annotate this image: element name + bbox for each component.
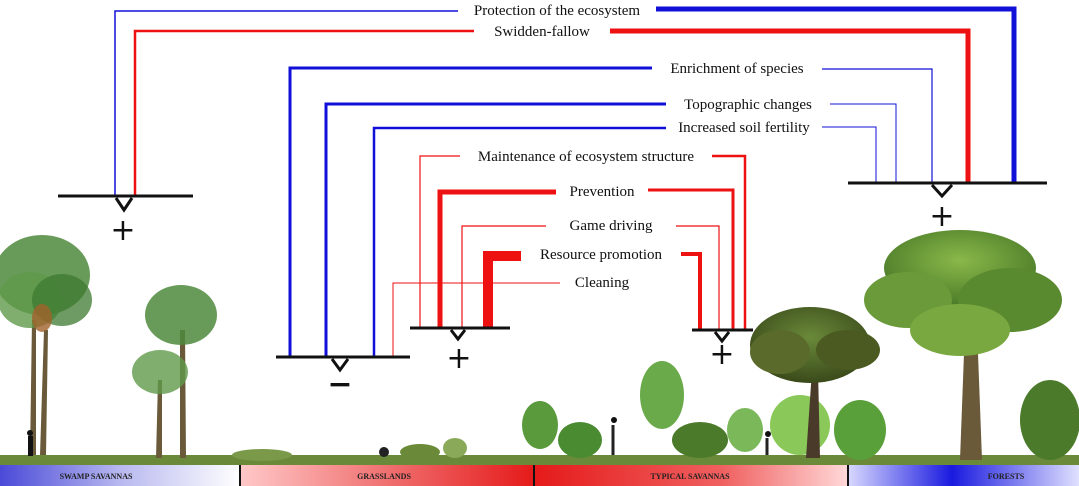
zone-label-forest: FORESTS: [988, 472, 1025, 481]
grass-shrubs: [232, 438, 467, 461]
balance-grass-left: [276, 355, 410, 373]
palm-tree-left: [0, 235, 92, 455]
connector-resource: [483, 251, 702, 330]
connector-cleaning: [392, 282, 560, 356]
label-protection: Protection of the ecosystem: [474, 3, 641, 19]
human-figures: [27, 417, 771, 456]
balance-forest: [848, 181, 1047, 199]
forest-tree: [834, 230, 1079, 460]
connector-game: [461, 225, 720, 330]
connector-topographic: [324, 102, 897, 356]
sign-grass-right: +: [446, 341, 471, 376]
sign-swamp: +: [110, 213, 135, 248]
balance-grass-right: [410, 326, 510, 342]
savanna-tree: [750, 307, 880, 458]
label-cleaning: Cleaning: [575, 275, 630, 291]
zone-swamp: [0, 465, 240, 486]
balance-savanna: [692, 328, 753, 344]
sign-grass: −: [327, 367, 352, 402]
balance-swamp: [58, 194, 193, 213]
label-topographic: Topographic changes: [684, 97, 812, 113]
label-game: Game driving: [570, 218, 653, 234]
zone-band: SWAMP SAVANNAS GRASSLANDS TYPICAL SAVANN…: [0, 465, 1079, 486]
label-enrichment: Enrichment of species: [670, 61, 803, 77]
zone-typical: [534, 465, 848, 486]
palm-tree-right: [132, 285, 217, 458]
vegetation-illustration: [0, 230, 1079, 465]
zone-forest: [848, 465, 1079, 486]
sign-forest: +: [929, 199, 954, 234]
connector-soil: [372, 126, 877, 356]
connector-protection: [114, 6, 1017, 195]
label-prevention: Prevention: [570, 184, 635, 200]
ground-strip: [0, 455, 1079, 465]
label-maintenance: Maintenance of ecosystem structure: [478, 149, 695, 165]
label-soil: Increased soil fertility: [678, 120, 810, 136]
connector-enrichment: [288, 66, 933, 356]
zone-label-swamp: SWAMP SAVANNAS: [60, 472, 133, 481]
label-swidden: Swidden-fallow: [494, 24, 590, 40]
connector-maintenance: [419, 154, 747, 330]
zone-label-typical: TYPICAL SAVANNAS: [650, 472, 730, 481]
zone-label-grass: GRASSLANDS: [357, 472, 411, 481]
zone-grassland: [240, 465, 534, 486]
sign-savanna: +: [709, 337, 734, 372]
label-resource: Resource promotion: [540, 247, 663, 263]
connector-swidden: [133, 28, 971, 195]
